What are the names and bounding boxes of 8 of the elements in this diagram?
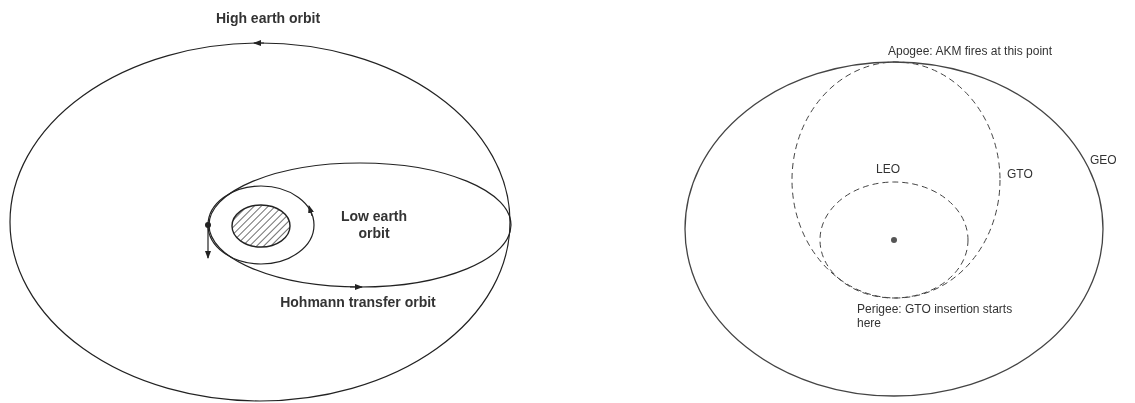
orbit-label: High earth orbit (214, 10, 322, 27)
orbit-label: Low earth orbit (339, 208, 409, 242)
apogee-label: Apogee: AKM fires at this point (888, 44, 1053, 59)
orbit-label: GTO (1007, 167, 1033, 182)
orbit-label: Hohmann transfer orbit (279, 294, 437, 311)
orbit-label: LEO (876, 162, 900, 177)
perigee-label: Perigee: GTO insertion starts here (857, 302, 1014, 331)
orbit-label: GEO (1090, 153, 1117, 168)
